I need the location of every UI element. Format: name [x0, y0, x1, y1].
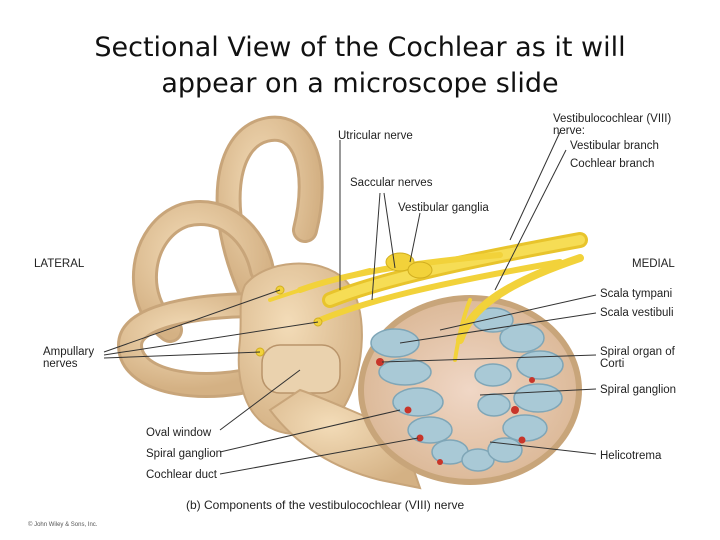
label-scala-tympani: Scala tympani — [600, 288, 673, 300]
label-vestibular-branch: Vestibular branch — [570, 140, 659, 152]
slide-title: Sectional View of the Cochlear as it wil… — [0, 30, 720, 102]
oval-window — [261, 344, 341, 394]
slide-title-line-1: Sectional View of the Cochlear as it wil… — [94, 32, 626, 63]
label-spiral-organ-cont: Corti — [600, 358, 625, 370]
label-cochlear-duct: Cochlear duct — [146, 469, 217, 481]
label-ampullary-nerves: Ampullary — [43, 346, 95, 358]
label-vestibulocochlear-nerve-cont: nerve: — [553, 125, 585, 137]
cochlear-base — [268, 388, 422, 490]
figure-caption: (b) Components of the vestibulocochlear … — [186, 498, 465, 512]
label-scala-vestibuli: Scala vestibuli — [600, 307, 674, 319]
label-utricular-nerve: Utricular nerve — [338, 130, 413, 142]
label-cochlear-branch: Cochlear branch — [570, 158, 655, 170]
leader-lines — [103, 131, 597, 475]
label-medial: MEDIAL — [632, 258, 675, 270]
slide-title-line-2: appear on a microscope slide — [161, 68, 559, 99]
label-spiral-ganglion-left: Spiral ganglion — [146, 448, 223, 460]
label-oval-window: Oval window — [146, 427, 212, 439]
label-vestibular-ganglia: Vestibular ganglia — [398, 202, 489, 214]
label-lateral: LATERAL — [34, 258, 85, 270]
label-vestibulocochlear-nerve: Vestibulocochlear (VIII) — [553, 113, 672, 125]
label-saccular-nerves: Saccular nerves — [350, 177, 433, 189]
label-helicotrema: Helicotrema — [600, 450, 662, 462]
copyright-notice: © John Wiley & Sons, Inc. — [28, 522, 98, 528]
semicircular-canals — [116, 115, 324, 398]
label-spiral-ganglion-right: Spiral ganglion — [600, 384, 677, 396]
cochlea-section — [358, 295, 582, 485]
label-ampullary-nerves-cont: nerves — [43, 358, 78, 370]
label-spiral-organ: Spiral organ of — [600, 346, 675, 358]
